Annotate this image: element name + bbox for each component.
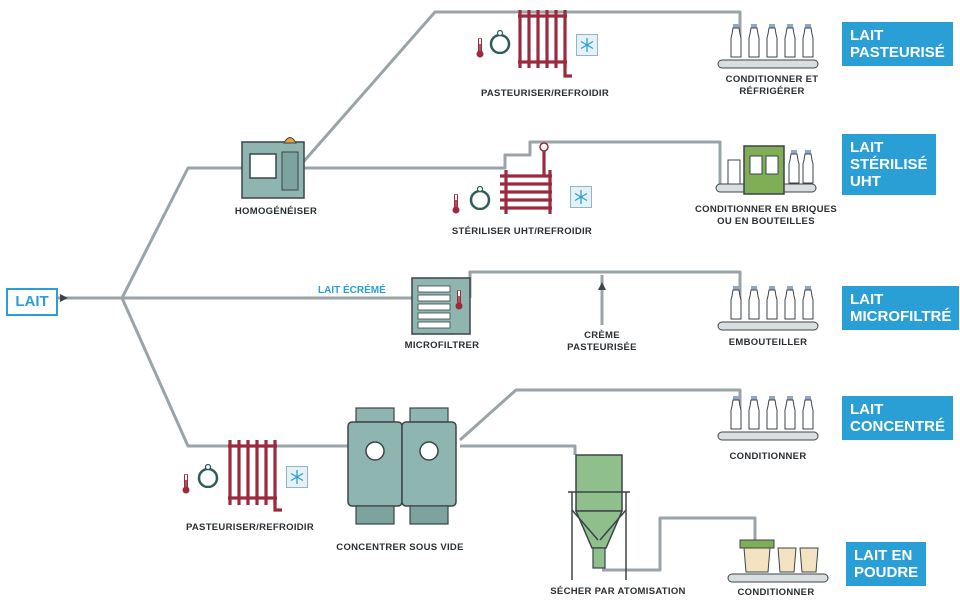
label-pack-pasteurized-line1: CONDITIONNER ET	[726, 74, 819, 85]
label-pasteurize-bottom: PASTEURISER/REFROIDIR	[186, 522, 314, 533]
packaging-microfiltered	[717, 286, 819, 331]
label-sterilize: STÉRILISER UHT/REFROIDIR	[452, 226, 592, 237]
packaging-pasteurized	[717, 24, 819, 69]
thermometer-icon	[476, 38, 484, 58]
flow-arrow	[60, 294, 68, 302]
label-microfilter: MICROFILTRER	[405, 340, 480, 351]
microfilter-machine	[411, 277, 471, 335]
snowflake-icon	[570, 186, 592, 208]
thermometer-icon	[452, 194, 460, 214]
product-powder: LAIT EN POUDRE	[846, 542, 927, 586]
label-pack-uht-line1: CONDITIONNER EN BRIQUES	[695, 204, 837, 215]
label-pack-uht-line2: OU EN BOUTEILLES	[717, 216, 815, 227]
cream-arrow	[598, 282, 606, 290]
pipe-to-powder	[602, 516, 757, 572]
label-pack-pasteurized-line2: RÉFRIGÉRER	[739, 86, 804, 97]
label-pack-microfiltered: EMBOUTEILLER	[729, 337, 808, 348]
gauge-icon	[469, 186, 491, 210]
label-pasteurize-top: PASTEURISER/REFROIDIR	[481, 88, 609, 99]
pipe-to-homogenizer	[55, 166, 250, 300]
product-uht: LAIT STÉRILISÉ UHT	[842, 134, 936, 195]
pipe-to-dryer	[460, 444, 577, 455]
gauge-icon	[489, 30, 511, 54]
pipe-to-concentrated	[459, 388, 742, 442]
label-cream-line1: CRÈME	[584, 330, 620, 341]
pasteurizer-bottom	[182, 440, 308, 512]
label-pack-concentrated: CONDITIONNER	[730, 451, 807, 462]
homogenizer-machine	[241, 137, 305, 199]
spray-dryer	[568, 454, 630, 580]
thermometer-icon	[182, 474, 190, 494]
label-homogenize: HOMOGÉNÉISER	[235, 206, 317, 217]
skim-milk-label: LAIT ÉCRÉMÉ	[318, 283, 386, 296]
snowflake-icon	[576, 34, 598, 56]
pipe-to-pasteurized	[296, 10, 742, 169]
sterilizer-uht	[452, 142, 592, 214]
packaging-uht	[715, 145, 817, 195]
product-concentrated: LAIT CONCENTRÉ	[842, 396, 954, 440]
packaging-concentrated	[717, 396, 819, 441]
label-cream-line2: PASTEURISÉE	[567, 342, 637, 353]
product-microfiltered: LAIT MICROFILTRÉ	[842, 286, 960, 330]
vacuum-concentrator	[347, 407, 457, 525]
pipe-to-uht	[300, 140, 722, 186]
label-concentrate: CONCENTRER SOUS VIDE	[336, 542, 463, 553]
pasteurizer-top	[476, 10, 598, 78]
pipe-to-pasteurizer-bottom	[120, 297, 348, 448]
label-pack-powder: CONDITIONNER	[738, 587, 815, 598]
product-pasteurized: LAIT PASTEURISÉ	[842, 22, 953, 66]
source-milk-label: LAIT	[6, 288, 58, 316]
label-spray-dry: SÉCHER PAR ATOMISATION	[550, 586, 685, 597]
snowflake-icon	[286, 466, 308, 488]
packaging-powder	[727, 539, 829, 583]
gauge-icon	[197, 464, 219, 488]
